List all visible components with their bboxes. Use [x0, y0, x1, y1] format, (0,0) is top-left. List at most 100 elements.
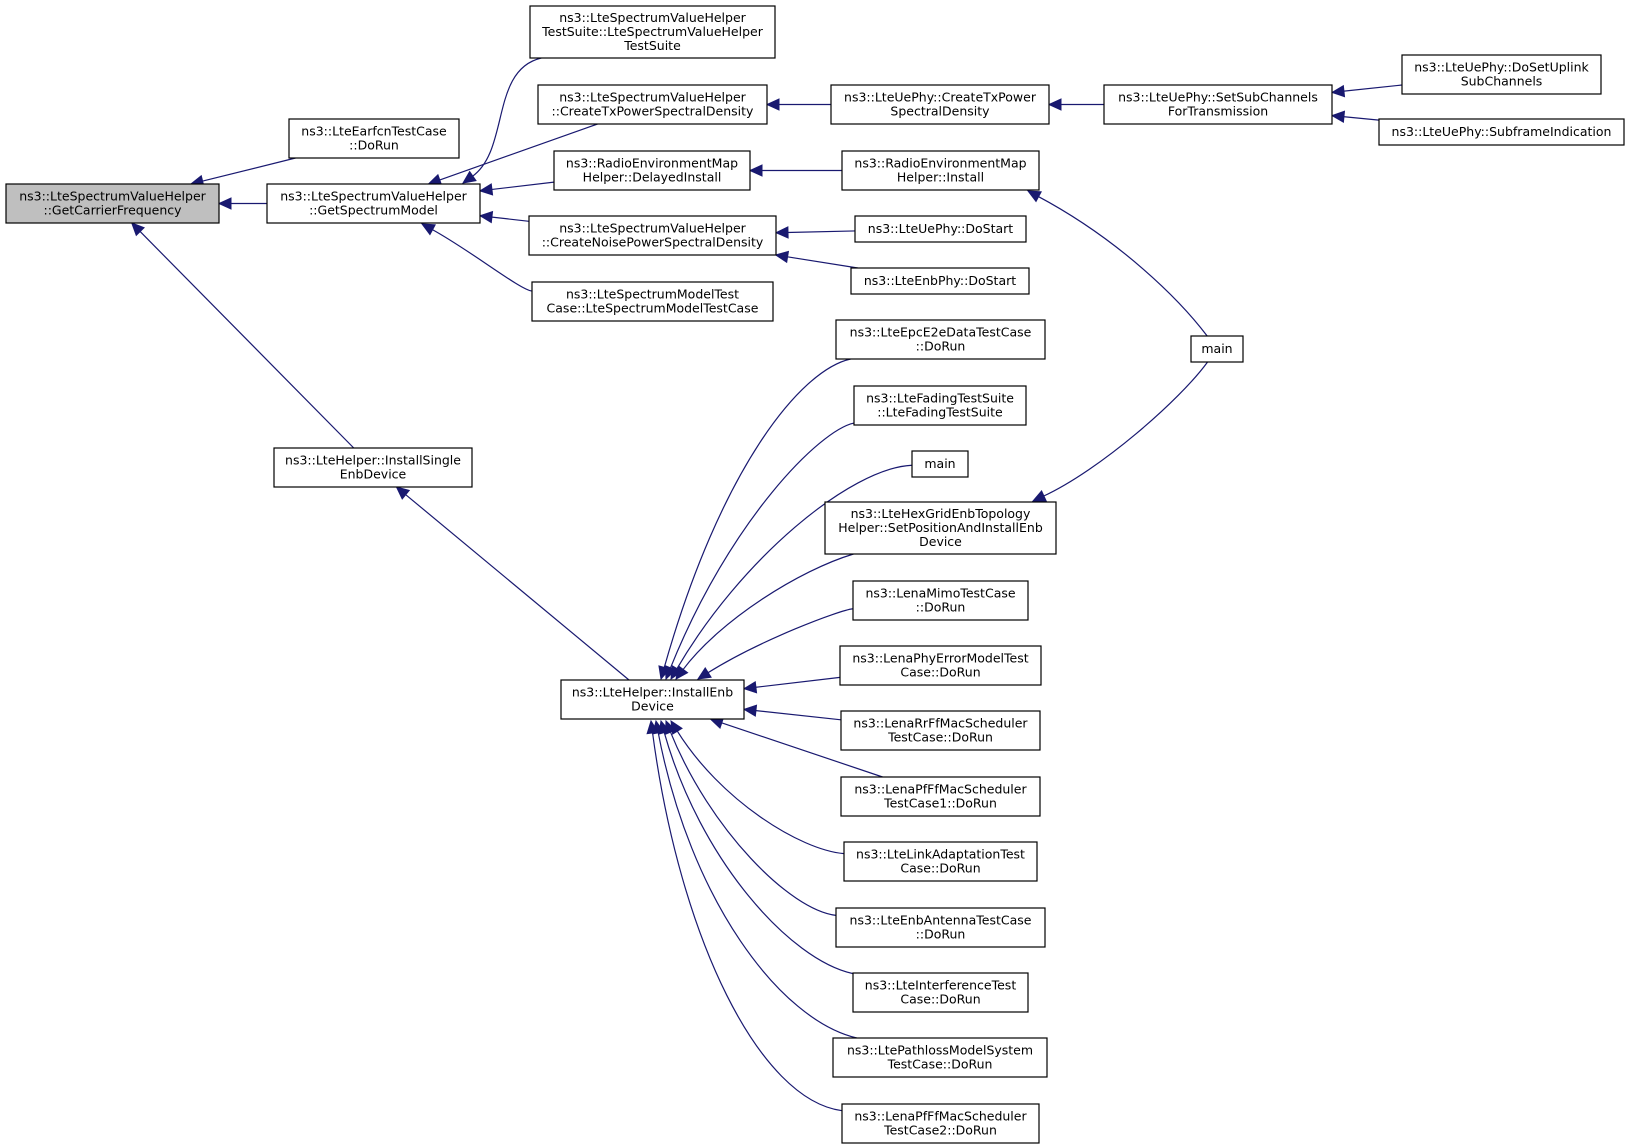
node-box[interactable] [560, 679, 745, 720]
node-pfff2[interactable]: ns3::LenaPfFfMacSchedulerTestCase2::DoRu… [841, 1103, 1040, 1144]
node-box[interactable] [1401, 54, 1602, 95]
node-hexgrid[interactable]: ns3::LteHexGridEnbTopologyHelper::SetPos… [824, 501, 1057, 555]
node-box[interactable] [824, 501, 1057, 555]
node-label-line: SpectralDensity [890, 104, 990, 119]
node-box[interactable] [531, 281, 774, 322]
node-label-line: TestCase::DoRun [887, 730, 993, 745]
edge-arrowhead [675, 665, 689, 680]
node-ssct[interactable]: ns3::LteUePhy::SetSubChannelsForTransmis… [1103, 84, 1333, 125]
node-sfi[interactable]: ns3::LteUePhy::SubframeIndication [1378, 118, 1625, 146]
node-box[interactable] [839, 645, 1042, 686]
node-box[interactable] [850, 267, 1030, 295]
node-box[interactable] [288, 118, 460, 159]
node-main1[interactable]: main [1190, 335, 1244, 363]
node-enbstart[interactable]: ns3::LteEnbPhy::DoStart [850, 267, 1030, 295]
node-label-line: ns3::LenaRrFfMacScheduler [853, 716, 1028, 731]
node-earfcn[interactable]: ns3::LteEarfcnTestCase::DoRun [288, 118, 460, 159]
node-label-line: TestSuite::LteSpectrumValueHelper [541, 24, 764, 39]
edge-sfi-to-ssct [1342, 116, 1380, 121]
node-label-line: main [1201, 341, 1232, 356]
node-box[interactable] [273, 447, 473, 488]
node-box[interactable] [1103, 84, 1333, 125]
node-label-line: TestCase2::DoRun [883, 1123, 997, 1138]
node-label-line: ns3::LteLinkAdaptationTest [856, 847, 1025, 862]
node-mimo[interactable]: ns3::LenaMimoTestCase::DoRun [852, 580, 1029, 621]
node-label-line: ns3::LteSpectrumValueHelper [19, 189, 206, 204]
node-label-line: ::DoRun [349, 138, 399, 153]
node-label-line: ::GetSpectrumModel [309, 203, 438, 218]
node-box[interactable] [5, 183, 220, 224]
node-box[interactable] [853, 385, 1027, 426]
node-label-line: ns3::LteSpectrumValueHelper [559, 221, 746, 236]
node-box[interactable] [835, 319, 1046, 360]
node-box[interactable] [852, 972, 1029, 1013]
node-box[interactable] [841, 150, 1040, 191]
edge-main2-to-ied [675, 464, 913, 670]
node-label-line: ns3::LteHelper::InstallEnb [572, 685, 733, 700]
node-box[interactable] [537, 84, 768, 125]
node-box[interactable] [852, 580, 1029, 621]
node-fading[interactable]: ns3::LteFadingTestSuite::LteFadingTestSu… [853, 385, 1027, 426]
node-box[interactable] [843, 841, 1038, 882]
node-box[interactable] [1378, 118, 1625, 146]
edge-arrowhead [1047, 98, 1062, 111]
node-tsuite[interactable]: ns3::LteSpectrumValueHelperTestSuite::Lt… [529, 5, 776, 59]
node-uectx[interactable]: ns3::LteUePhy::CreateTxPowerSpectralDens… [830, 84, 1050, 125]
node-uestart[interactable]: ns3::LteUePhy::DoStart [854, 215, 1027, 243]
node-label-line: ns3::LteInterferenceTest [865, 978, 1017, 993]
edge-arrowhead [1330, 84, 1346, 98]
node-box[interactable] [854, 215, 1027, 243]
edge-pathloss-to-ied [657, 731, 857, 1039]
node-box[interactable] [529, 5, 776, 59]
node-label-line: ns3::LteUePhy::SetSubChannels [1118, 90, 1318, 105]
node-gsm[interactable]: ns3::LteSpectrumValueHelper::GetSpectrum… [266, 183, 481, 224]
node-cnpsd[interactable]: ns3::LteSpectrumValueHelper::CreateNoise… [528, 215, 777, 256]
edge-rrff-to-ied [754, 709, 842, 721]
node-box[interactable] [266, 183, 481, 224]
node-label-line: ns3::LteSpectrumValueHelper [280, 189, 467, 204]
node-ctxpsd[interactable]: ns3::LteSpectrumValueHelper::CreateTxPow… [537, 84, 768, 125]
node-smtc[interactable]: ns3::LteSpectrumModelTestCase::LteSpectr… [531, 281, 774, 322]
node-box[interactable] [841, 1103, 1040, 1144]
node-label-line: ns3::LteSpectrumValueHelper [559, 90, 746, 105]
node-box[interactable] [528, 215, 777, 256]
node-gcf[interactable]: ns3::LteSpectrumValueHelper::GetCarrierF… [5, 183, 220, 224]
node-box[interactable] [835, 907, 1046, 948]
node-enbant[interactable]: ns3::LteEnbAntennaTestCase::DoRun [835, 907, 1046, 948]
node-pathloss[interactable]: ns3::LtePathlossModelSystemTestCase::DoR… [832, 1037, 1048, 1078]
edge-pfff1-to-ied [720, 721, 883, 778]
node-label-line: ns3::LenaPfFfMacScheduler [854, 1109, 1027, 1124]
node-label-line: ns3::LteEpcE2eDataTestCase [850, 325, 1032, 340]
node-epc[interactable]: ns3::LteEpcE2eDataTestCase::DoRun [835, 319, 1046, 360]
node-box[interactable] [840, 710, 1041, 751]
node-pfff1[interactable]: ns3::LenaPfFfMacSchedulerTestCase1::DoRu… [840, 776, 1041, 817]
node-label-line: Helper::DelayedInstall [583, 170, 722, 185]
edge-arrowhead [395, 486, 411, 500]
node-box[interactable] [553, 150, 751, 191]
node-label-line: SubChannels [1461, 74, 1543, 89]
node-box[interactable] [1190, 335, 1244, 363]
node-main2[interactable]: main [911, 450, 969, 478]
node-box[interactable] [830, 84, 1050, 125]
node-box[interactable] [911, 450, 969, 478]
edge-arrowhead [696, 667, 712, 680]
edge-epc-to-ied [663, 358, 851, 669]
edge-arrowhead [420, 223, 436, 236]
edge-arrowhead [765, 98, 780, 111]
node-remdi[interactable]: ns3::RadioEnvironmentMapHelper::DelayedI… [553, 150, 751, 191]
edge-pfff2-to-ied [651, 731, 843, 1112]
edge-main1-to-hexgrid [1042, 361, 1209, 497]
edge-arrowhead [748, 164, 763, 177]
edges-layer [130, 57, 1403, 1112]
edge-ied-to-ihsed [404, 493, 630, 681]
node-box[interactable] [840, 776, 1041, 817]
node-box[interactable] [832, 1037, 1048, 1078]
